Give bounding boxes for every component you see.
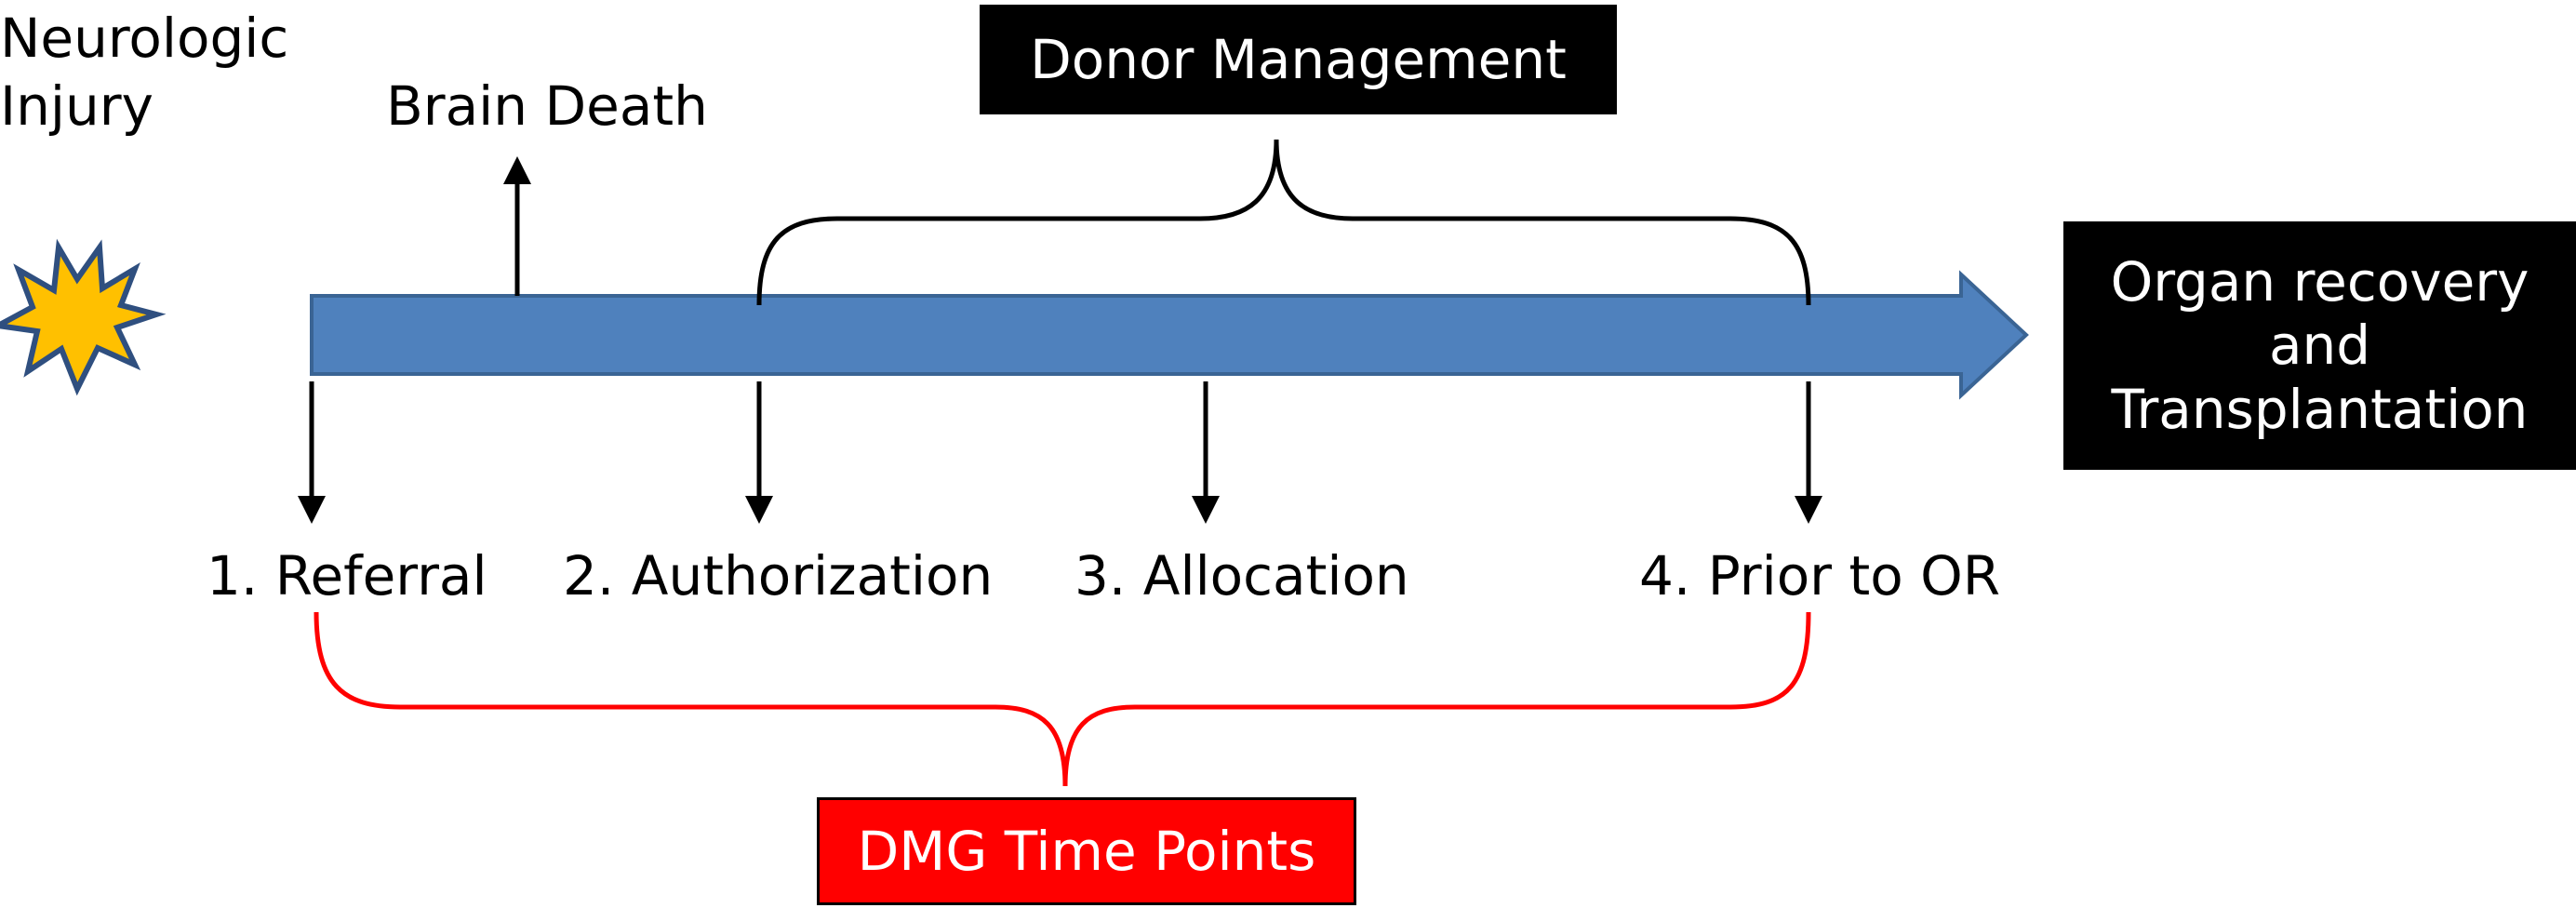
dmg-time-points-brace — [314, 611, 1811, 787]
dmg-time-points-box: DMG Time Points — [817, 797, 1356, 905]
donor-management-box: Donor Management — [980, 5, 1617, 114]
starburst-icon — [0, 238, 167, 396]
donor-management-brace — [756, 139, 1811, 306]
organ-recovery-box: Organ recovery and Transplantation — [2063, 221, 2576, 470]
timeline-arrow — [310, 270, 2029, 400]
brain-death-label: Brain Death — [386, 74, 708, 138]
time-point-authorization-label: 2. Authorization — [563, 544, 994, 608]
time-point-prior-to-or-label: 4. Prior to OR — [1639, 544, 2001, 608]
time-point-referral-label: 1. Referral — [207, 544, 487, 608]
time-point-allocation-label: 3. Allocation — [1074, 544, 1409, 608]
neurologic-injury-label: Neurologic Injury — [0, 7, 289, 138]
